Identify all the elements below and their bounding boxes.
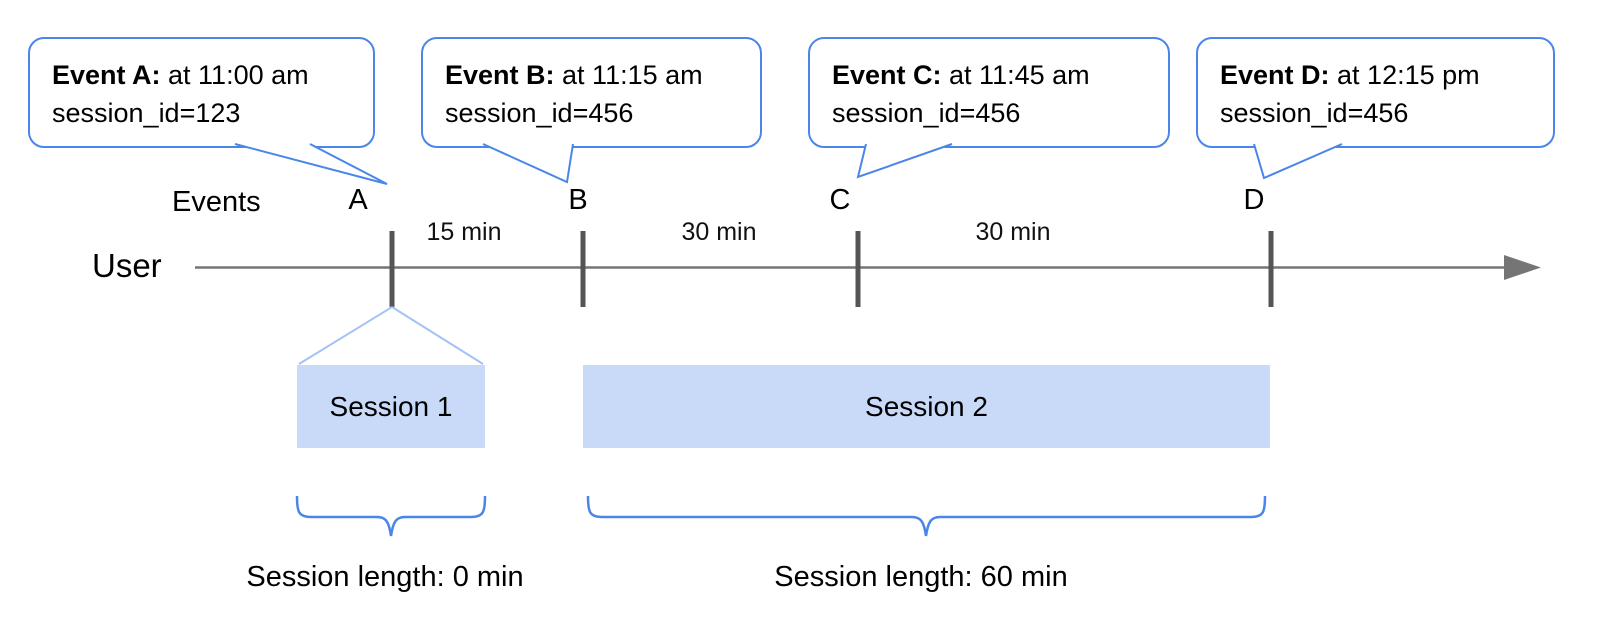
event-d-time: at 12:15 pm <box>1329 60 1480 90</box>
session2-brace-icon <box>586 495 1267 537</box>
event-c-callout-line1: Event C: at 11:45 am <box>832 56 1158 94</box>
user-axis-label: User <box>92 247 162 284</box>
event-d-callout-tail-icon <box>1253 143 1343 180</box>
events-axis-label: Events <box>172 186 261 218</box>
event-c-label: Event C: <box>832 60 942 90</box>
event-d-callout-line1: Event D: at 12:15 pm <box>1220 56 1543 94</box>
event-c-tick <box>855 231 861 307</box>
event-c-letter: C <box>829 184 851 216</box>
event-b-tick <box>580 231 586 307</box>
event-a-letter: A <box>348 184 368 216</box>
event-c-time: at 11:45 am <box>941 60 1090 90</box>
event-d-tick <box>1268 231 1274 307</box>
event-d-label: Event D: <box>1220 60 1330 90</box>
event-c-session-id: session_id=456 <box>832 98 1021 128</box>
session1-length-label: Session length: 0 min <box>246 561 524 593</box>
session2-block: Session 2 <box>583 365 1270 448</box>
interval-b-c-label: 30 min <box>681 218 757 246</box>
event-b-session-id: session_id=456 <box>445 98 634 128</box>
session2-name: Session 2 <box>865 390 988 422</box>
event-c-callout: Event C: at 11:45 am session_id=456 <box>808 37 1170 148</box>
event-a-tick <box>389 231 395 307</box>
event-b-label: Event B: <box>445 60 555 90</box>
event-a-callout-line1: Event A: at 11:00 am <box>52 56 363 94</box>
event-a-callout: Event A: at 11:00 am session_id=123 <box>28 37 375 148</box>
event-a-session-id: session_id=123 <box>52 98 241 128</box>
event-a-label: Event A: <box>52 60 161 90</box>
event-b-callout-line1: Event B: at 11:15 am <box>445 56 750 94</box>
session1-name: Session 1 <box>329 390 453 422</box>
session1-funnel-right-line <box>391 306 484 365</box>
event-d-letter: D <box>1243 184 1265 216</box>
event-d-session-id: session_id=456 <box>1220 98 1409 128</box>
event-b-time: at 11:15 am <box>554 60 703 90</box>
event-b-letter: B <box>568 184 588 216</box>
event-a-callout-tail-icon <box>234 143 388 185</box>
event-d-callout: Event D: at 12:15 pm session_id=456 <box>1196 37 1555 148</box>
session2-length-label: Session length: 60 min <box>774 561 1068 593</box>
event-b-callout-tail-icon <box>482 143 574 184</box>
event-c-callout-tail-icon <box>856 143 953 179</box>
event-b-callout: Event B: at 11:15 am session_id=456 <box>421 37 762 148</box>
session1-block: Session 1 <box>297 365 485 448</box>
timeline-arrow-icon <box>1504 255 1541 280</box>
session1-brace-icon <box>295 495 487 537</box>
event-a-time: at 11:00 am <box>160 60 309 90</box>
interval-c-d-label: 30 min <box>975 218 1051 246</box>
session1-funnel-left-line <box>298 306 393 365</box>
interval-a-b-label: 15 min <box>426 218 502 246</box>
